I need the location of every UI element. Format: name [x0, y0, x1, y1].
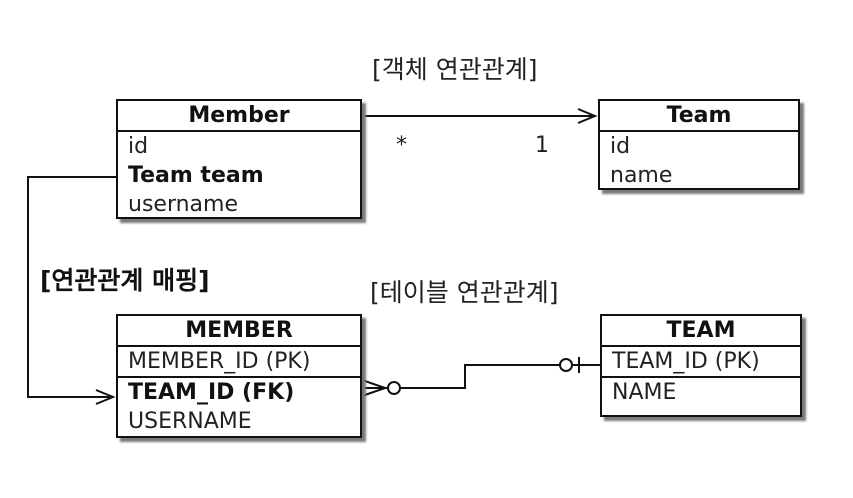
member-table-title: MEMBER — [118, 316, 360, 347]
team-table-title: TEAM — [602, 316, 800, 347]
member-field-team: Team team — [128, 163, 264, 188]
multiplicity-member: * — [396, 133, 407, 158]
team-column-name: NAME — [612, 380, 677, 405]
member-column-username: USERNAME — [128, 409, 252, 434]
member-entity-title: Member — [118, 101, 360, 132]
team-field-id: id — [610, 134, 631, 159]
optional-circle-team — [559, 358, 573, 372]
team-field-name: name — [610, 163, 673, 188]
mapping-caption: [연관관계 매핑] — [40, 266, 210, 295]
member-table-box: MEMBER MEMBER_ID (PK) TEAM_ID (FK) USERN… — [116, 314, 362, 438]
member-column-member-id: MEMBER_ID (PK) — [118, 347, 360, 378]
member-column-team-id: TEAM_ID (FK) — [128, 380, 295, 405]
team-table-box: TEAM TEAM_ID (PK) NAME — [600, 314, 802, 417]
crowsfoot-upper — [361, 379, 386, 389]
member-field-username: username — [128, 192, 238, 217]
member-field-id: id — [128, 134, 149, 159]
mapping-connector-line — [27, 176, 116, 398]
object-relation-caption: [객체 연관관계] — [372, 55, 538, 84]
optional-circle-member — [387, 381, 401, 395]
team-column-team-id: TEAM_ID (PK) — [602, 347, 800, 378]
multiplicity-team: 1 — [535, 133, 549, 158]
team-entity-box: Team id name — [598, 99, 800, 190]
team-entity-title: Team — [600, 101, 798, 132]
crowsfoot-lower — [361, 387, 386, 397]
mapping-connector-arrowhead — [95, 389, 116, 405]
table-relation-line — [400, 364, 600, 389]
object-association-arrowhead — [577, 108, 598, 124]
member-entity-box: Member id Team team username — [116, 99, 362, 219]
table-relation-caption: [테이블 연관관계] — [370, 278, 559, 307]
